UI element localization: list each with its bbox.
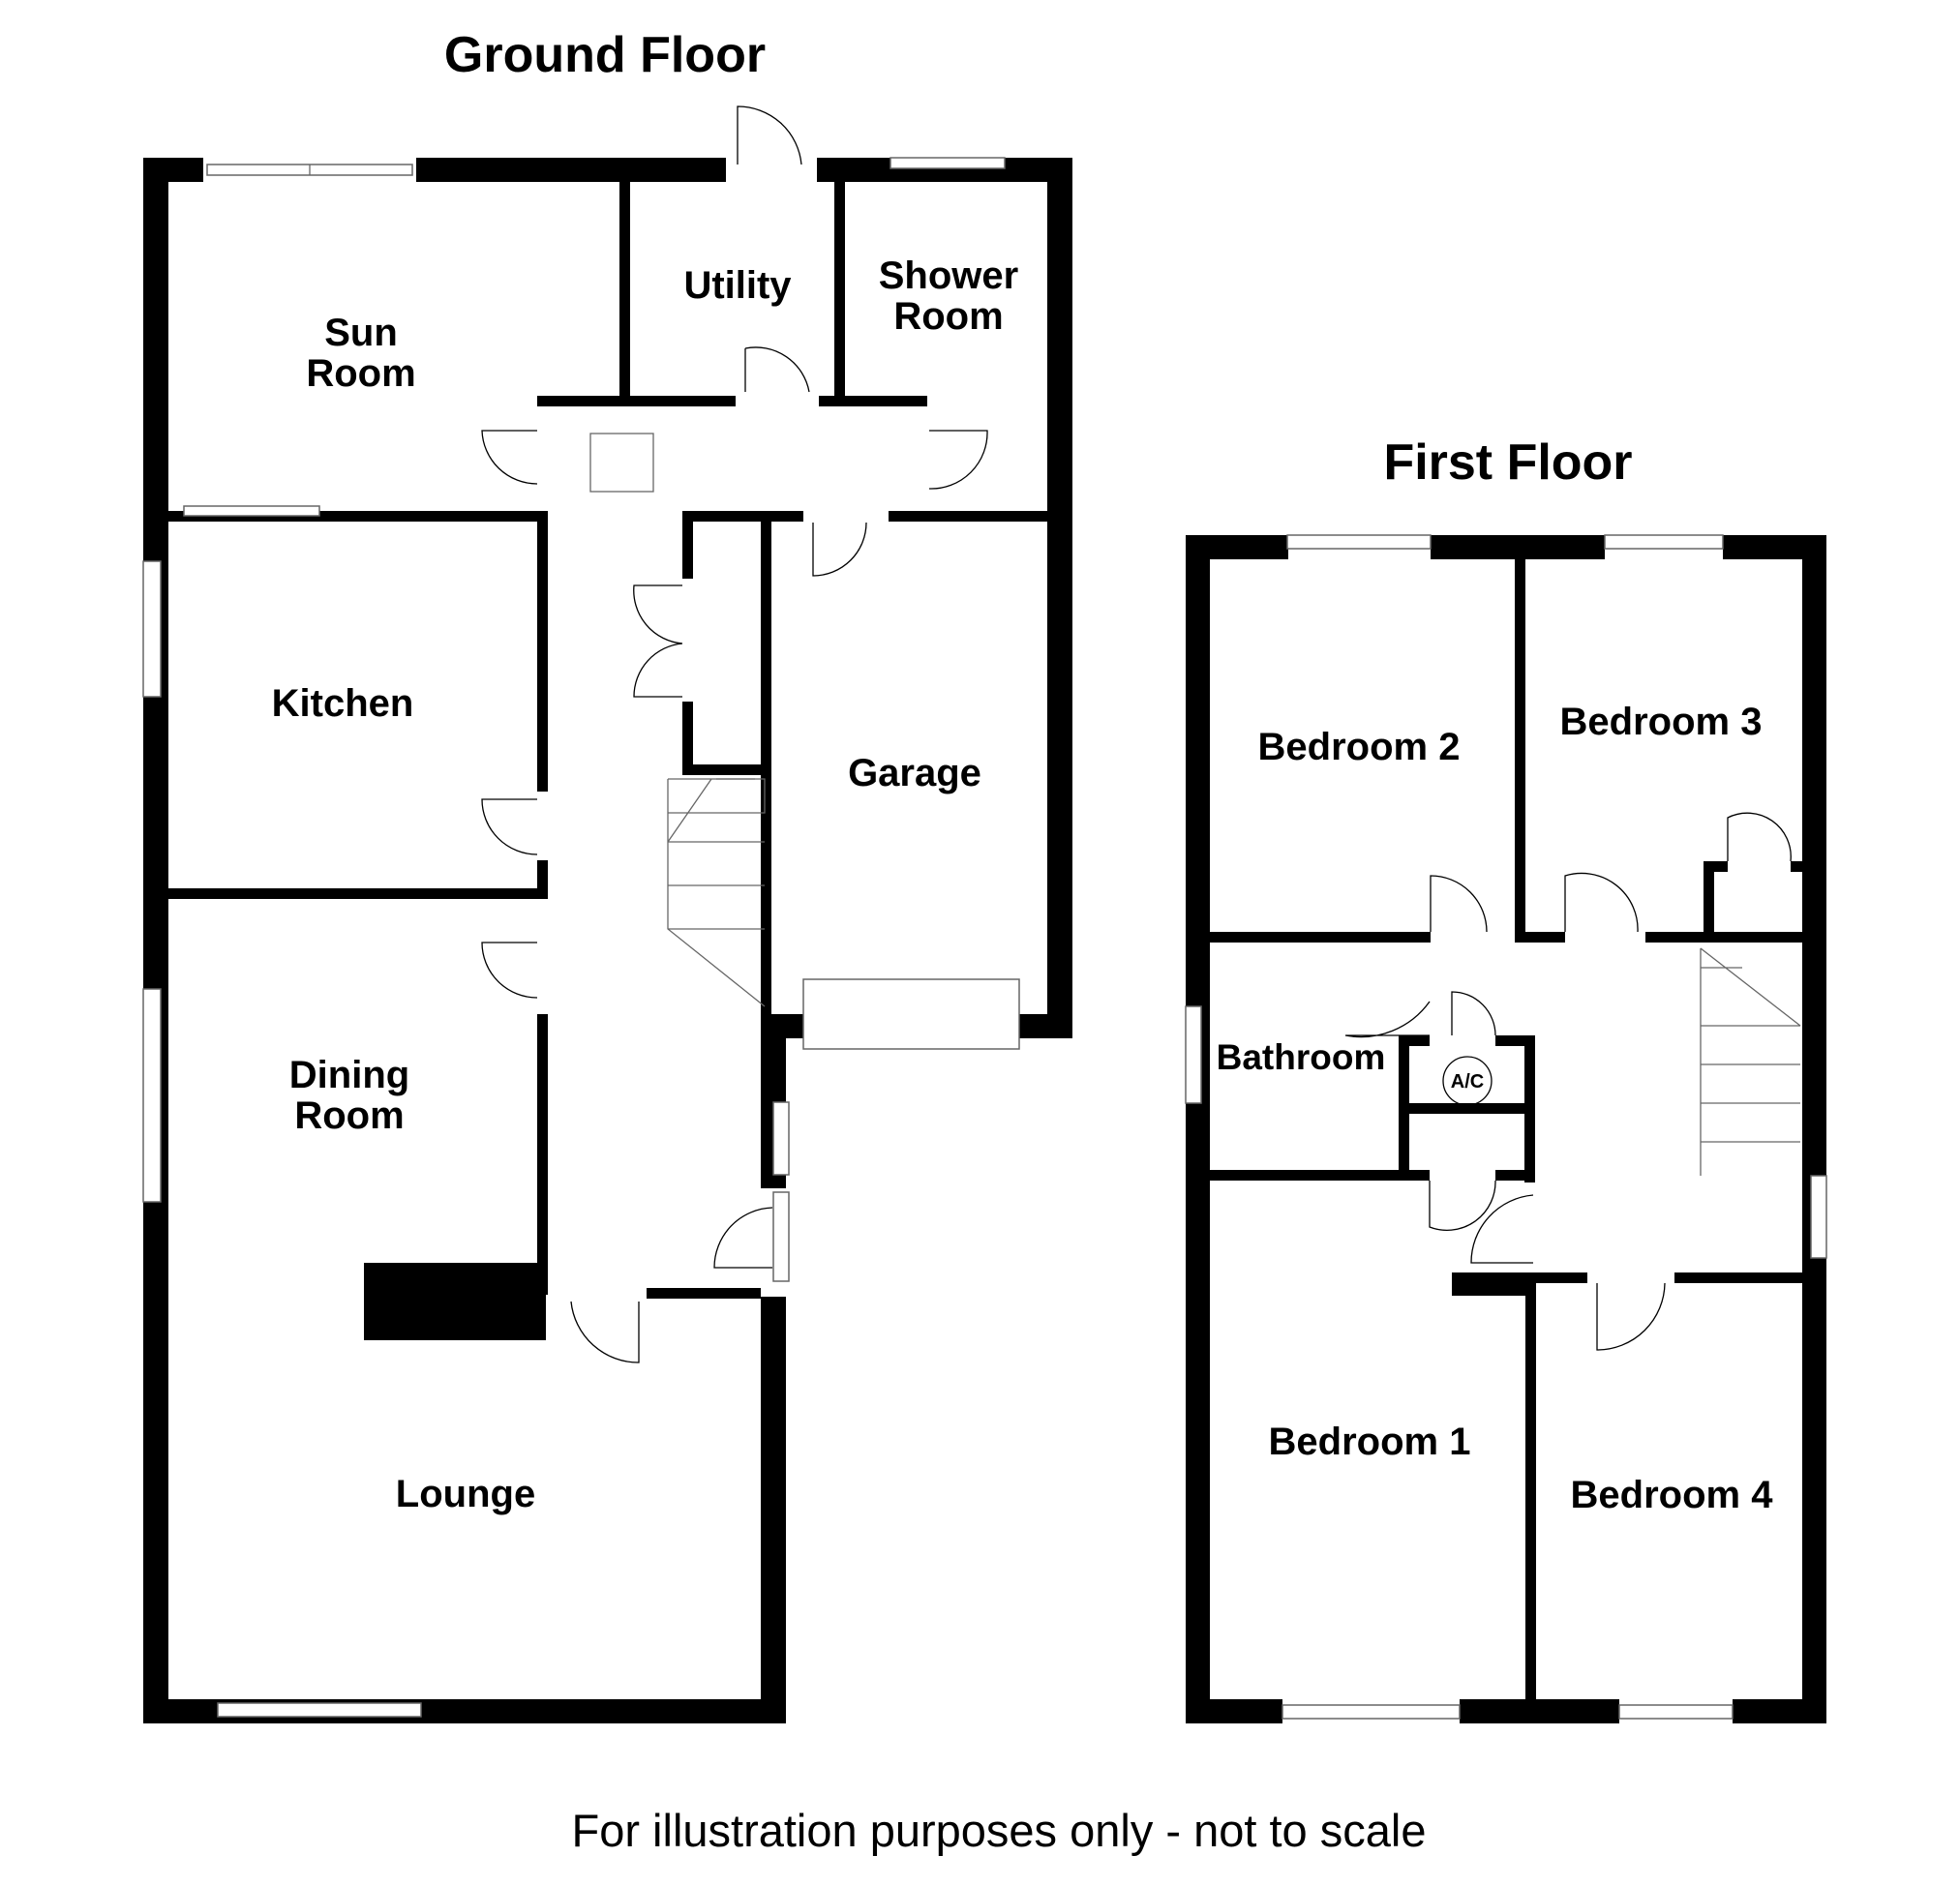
shower-room-label-1: Shower <box>879 254 1018 297</box>
airing-cupboard-label: A/C <box>1451 1071 1484 1093</box>
first-floor-doors <box>1344 812 1792 1351</box>
lounge-label: Lounge <box>396 1473 535 1515</box>
ground-floor-windows <box>142 157 1020 1718</box>
dining-room-label-1: Dining <box>289 1054 409 1096</box>
ground-floor-stairs <box>667 778 766 1007</box>
first-floor-windows <box>1185 534 1827 1720</box>
sun-room-label-1: Sun <box>324 312 398 354</box>
first-floor-labels: Bedroom 2 Bedroom 3 Bathroom A/C Bedroom… <box>1217 701 1774 1516</box>
sun-room-label-2: Room <box>306 352 415 395</box>
ground-floor-interior-walls <box>168 182 1047 1340</box>
first-floor-stairs <box>1700 947 1801 1176</box>
ground-floor-plan <box>142 105 1072 1723</box>
kitchen-label: Kitchen <box>272 682 414 725</box>
loft-hatch <box>589 433 654 493</box>
ground-floor-outer-walls <box>143 158 1072 1723</box>
first-floor-interior-walls <box>1210 559 1802 1699</box>
disclaimer-text: For illustration purposes only - not to … <box>572 1805 1427 1856</box>
ground-floor-title: Ground Floor <box>444 27 766 83</box>
first-floor-plan <box>1185 534 1827 1723</box>
bedroom-4-label: Bedroom 4 <box>1571 1474 1774 1516</box>
bedroom-3-label: Bedroom 3 <box>1560 701 1763 743</box>
ground-floor-labels: Sun Room Utility Shower Room Kitchen Gar… <box>272 254 1019 1515</box>
bedroom-1-label: Bedroom 1 <box>1269 1421 1471 1463</box>
bathroom-label: Bathroom <box>1217 1037 1386 1077</box>
ground-floor-doors <box>481 105 988 1363</box>
utility-label: Utility <box>683 264 792 307</box>
dining-room-label-2: Room <box>294 1094 404 1137</box>
airing-cupboard-tank <box>1442 1056 1493 1106</box>
first-floor-title: First Floor <box>1383 434 1632 491</box>
garage-label: Garage <box>848 752 981 794</box>
first-floor-outer-walls <box>1186 535 1826 1723</box>
bedroom-2-label: Bedroom 2 <box>1258 726 1461 768</box>
shower-room-label-2: Room <box>893 295 1003 338</box>
